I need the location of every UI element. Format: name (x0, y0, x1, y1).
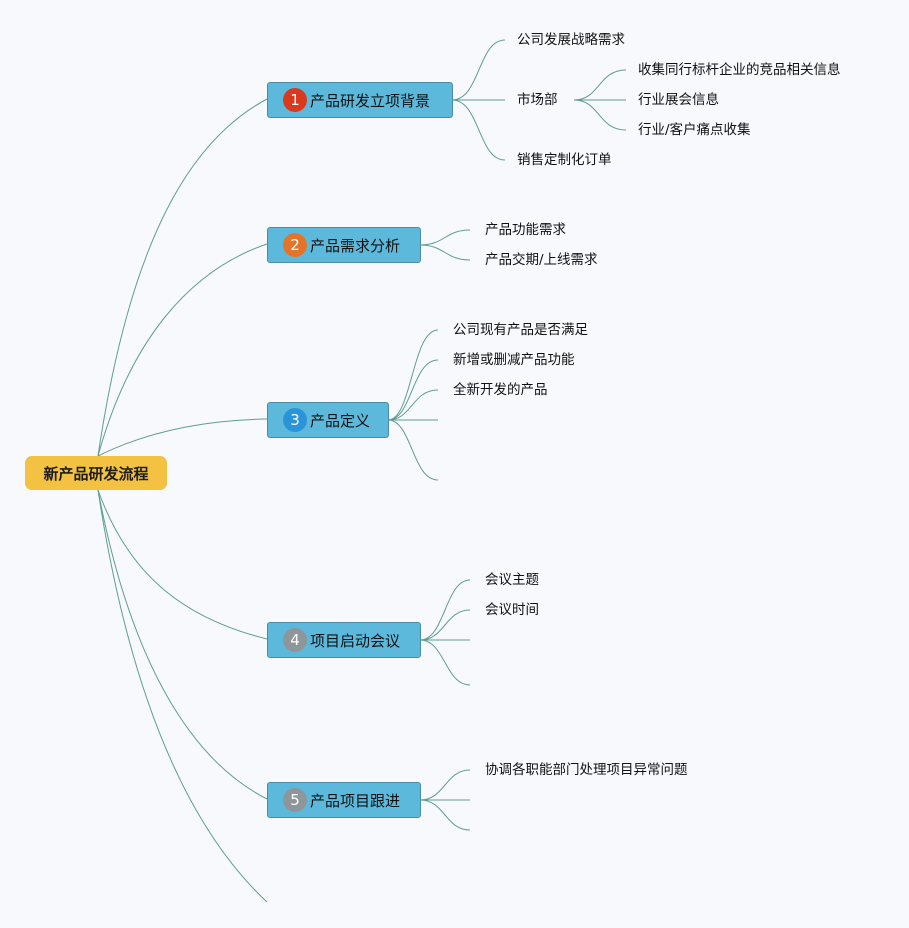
branch-label-4: 项目启动会议 (310, 631, 401, 650)
connector-root-b5 (97, 489, 268, 800)
root-node[interactable]: 新产品研发流程 (25, 456, 167, 490)
number-1-icon: 1 (283, 88, 307, 112)
connector-b2-c2 (419, 244, 471, 261)
number-2-icon: 2 (283, 233, 307, 257)
connector-root-b6 (97, 489, 268, 903)
number-5-icon: 5 (283, 788, 307, 812)
topic-meeting-time[interactable]: 会议时间 (485, 602, 539, 618)
connector-b3-c5 (387, 419, 439, 481)
connector-b3-c3 (387, 389, 439, 421)
topic-pain-points[interactable]: 行业/客户痛点收集 (638, 122, 751, 138)
connector-root-b2 (97, 243, 268, 457)
number-3-icon: 3 (283, 408, 307, 432)
connector-root-b4 (97, 489, 268, 640)
connector-b1-c3 (451, 99, 506, 161)
branch-node-3[interactable]: 3 产品定义 (267, 402, 389, 438)
branch-node-1[interactable]: 1 产品研发立项背景 (267, 82, 453, 118)
branch-node-4[interactable]: 4 项目启动会议 (267, 622, 421, 658)
connector-b5-c1 (419, 769, 471, 801)
connector-b4-c1 (419, 579, 471, 641)
connector-b4-c4 (419, 639, 471, 686)
connector-b5-c3 (419, 799, 471, 831)
branch-label-5: 产品项目跟进 (310, 791, 401, 810)
branch-label-3: 产品定义 (310, 411, 371, 430)
connector-b1-c1 (451, 39, 506, 101)
root-label: 新产品研发流程 (43, 464, 149, 483)
connector-b1-c2-g1 (573, 69, 627, 101)
topic-new-product[interactable]: 全新开发的产品 (453, 382, 548, 398)
topic-meeting-theme[interactable]: 会议主题 (485, 572, 539, 588)
connector-root-b3 (97, 418, 268, 457)
number-4-icon: 4 (283, 628, 307, 652)
connector-b1-c2-g3 (573, 99, 627, 131)
branch-label-2: 产品需求分析 (310, 236, 401, 255)
topic-custom-orders[interactable]: 销售定制化订单 (517, 152, 612, 168)
topic-competitor-info[interactable]: 收集同行标杆企业的竞品相关信息 (638, 62, 841, 78)
branch-label-1: 产品研发立项背景 (310, 91, 431, 110)
topic-existing-products[interactable]: 公司现有产品是否满足 (453, 322, 588, 338)
topic-strategy-needs[interactable]: 公司发展战略需求 (517, 32, 625, 48)
connector-b3-c1 (387, 329, 439, 421)
topic-feature-needs[interactable]: 产品功能需求 (485, 222, 566, 238)
topic-delivery-needs[interactable]: 产品交期/上线需求 (485, 252, 598, 268)
branch-node-5[interactable]: 5 产品项目跟进 (267, 782, 421, 818)
connector-b4-c2 (419, 609, 471, 641)
topic-exhibition-info[interactable]: 行业展会信息 (638, 92, 719, 108)
topic-add-remove-features[interactable]: 新增或删减产品功能 (453, 352, 575, 368)
topic-marketing-dept[interactable]: 市场部 (517, 92, 558, 108)
topic-coordinate-issues[interactable]: 协调各职能部门处理项目异常问题 (485, 762, 688, 778)
connector-b3-c2 (387, 359, 439, 421)
connector-root-b1 (97, 98, 268, 457)
connector-b2-c1 (419, 229, 471, 246)
branch-node-2[interactable]: 2 产品需求分析 (267, 227, 421, 263)
